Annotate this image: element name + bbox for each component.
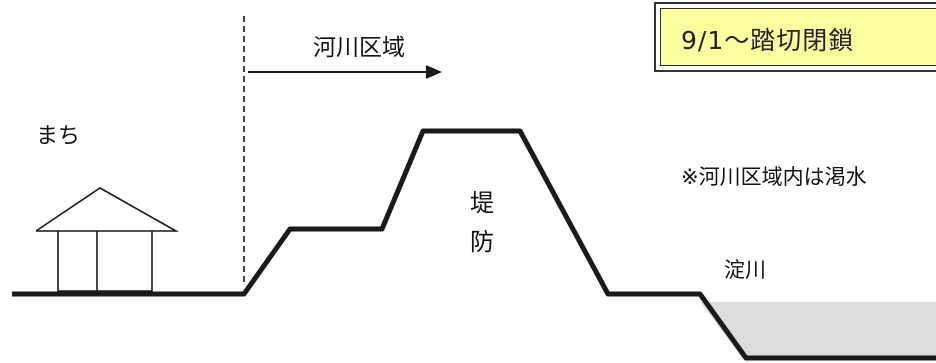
crossing-closure-notice: 9/1〜踏切閉鎖 bbox=[654, 2, 936, 72]
levee-label-bottom: 防 bbox=[470, 228, 494, 256]
river-area-label: 河川区域 bbox=[313, 35, 405, 61]
river-area-note: ※河川区域内は渇水 bbox=[681, 165, 867, 189]
house-icon bbox=[35, 187, 180, 292]
levee-label-top: 堤 bbox=[470, 189, 494, 217]
ground-profile bbox=[12, 128, 936, 361]
notice-highlight: 9/1〜踏切閉鎖 bbox=[660, 8, 936, 66]
notice-text: 9/1〜踏切閉鎖 bbox=[681, 26, 855, 55]
town-label: まち bbox=[36, 124, 81, 149]
river-name-label: 淀川 bbox=[724, 258, 766, 282]
river-water bbox=[700, 302, 936, 360]
river-area-arrow bbox=[248, 65, 442, 79]
